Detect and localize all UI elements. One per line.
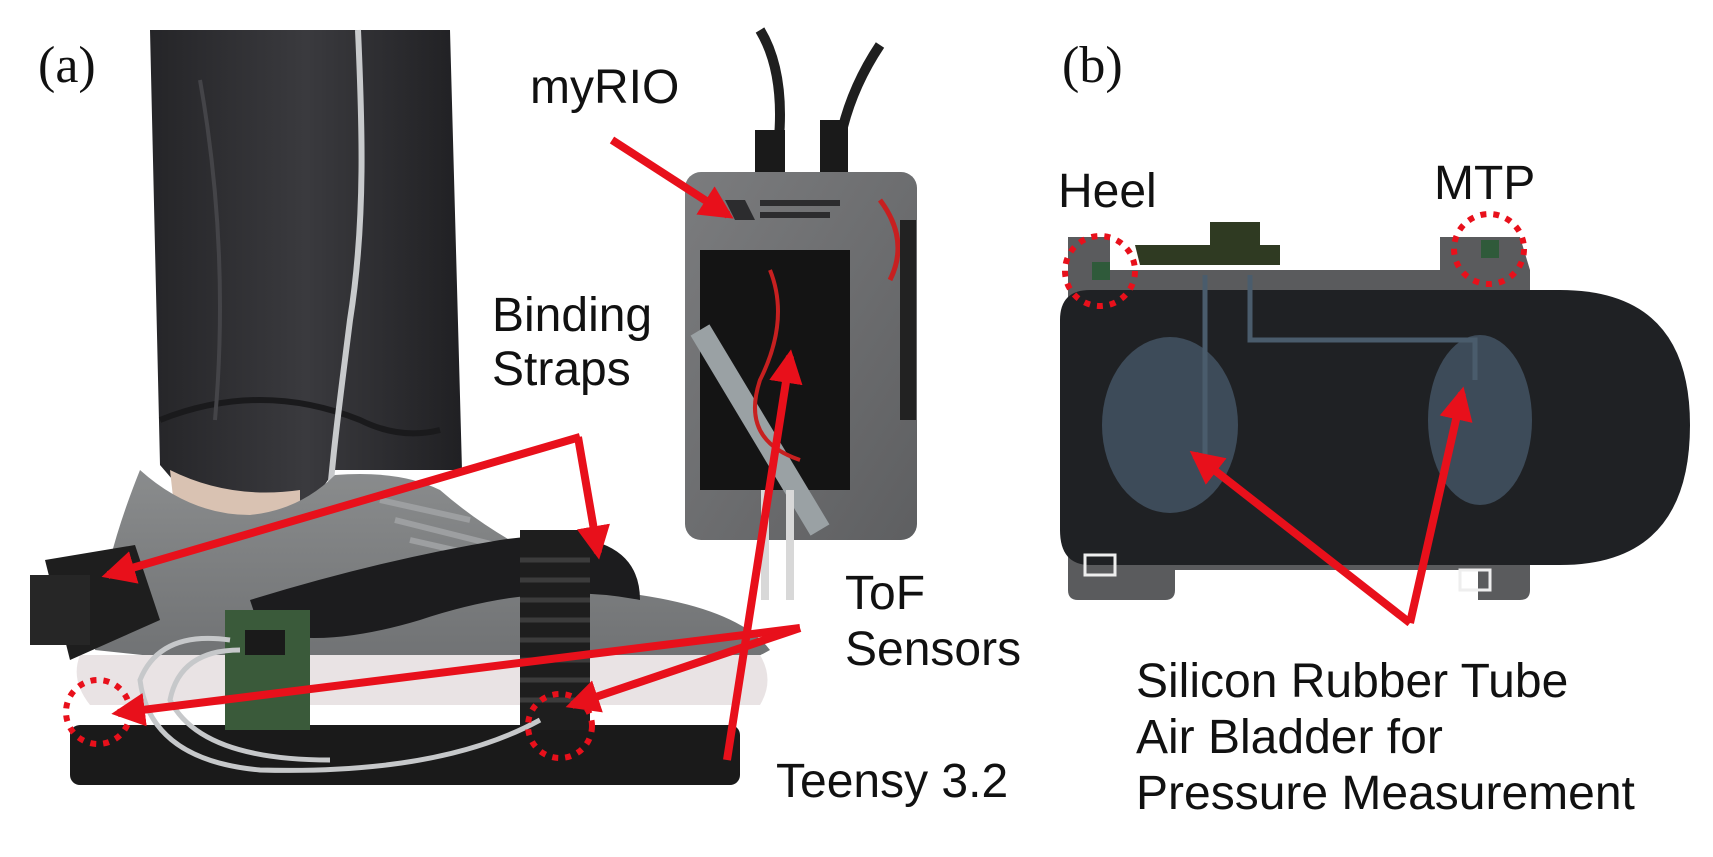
arrow-tof-sensors xyxy=(111,624,802,727)
myrio-label: myRIO xyxy=(530,61,680,114)
tof-sensors-line-2: Sensors xyxy=(845,623,1022,676)
heel-sensor-chip xyxy=(1092,262,1110,280)
tof-sensor-rear-marker xyxy=(525,691,595,761)
mtp-sensor-chip xyxy=(1481,240,1499,258)
heel-label: Heel xyxy=(1058,165,1157,218)
arrow-binding-straps xyxy=(101,433,610,584)
arrow-myrio xyxy=(609,136,734,219)
binding-straps-line-1: Binding xyxy=(492,289,653,342)
air-bladder-label: Silicon Rubber Tube Air Bladder for Pres… xyxy=(1136,658,1635,818)
sensor-cable xyxy=(322,29,365,561)
pcb-stack xyxy=(1135,222,1280,265)
tof-sensors-label: ToF Sensors xyxy=(845,570,1021,674)
arrow-teensy xyxy=(723,349,803,761)
tof-sensors-line-1: ToF xyxy=(845,567,926,620)
shoe-laces xyxy=(379,497,546,588)
base-plate xyxy=(70,725,740,785)
panel-b-letter: (b) xyxy=(1062,37,1123,94)
jeans-crease xyxy=(198,79,222,421)
bladder-housing xyxy=(1060,290,1690,565)
left-strap-buckle xyxy=(30,575,90,645)
mount-tab-left xyxy=(1083,553,1117,577)
mtp-air-bladder xyxy=(1428,335,1532,505)
mtp-sensor-marker xyxy=(1451,211,1527,287)
arrow-air-bladder xyxy=(1189,386,1473,627)
mtp-label: MTP xyxy=(1434,157,1536,210)
air-bladder-line-2: Air Bladder for xyxy=(1136,711,1443,764)
mount-tab-right xyxy=(1458,568,1492,592)
panel-a-letter: (a) xyxy=(38,37,96,94)
binding-straps-line-2: Straps xyxy=(492,343,631,396)
binding-straps-label: Binding Straps xyxy=(492,292,652,394)
heel-air-bladder xyxy=(1102,337,1238,513)
teensy-board xyxy=(225,610,310,730)
air-bladder-line-3: Pressure Measurement xyxy=(1136,767,1635,820)
panel-b xyxy=(1060,211,1690,627)
air-bladder-line-1: Silicon Rubber Tube xyxy=(1136,655,1569,708)
jeans-leg xyxy=(150,30,462,520)
panel-a xyxy=(30,27,917,785)
shoe-sole xyxy=(76,655,768,705)
heel-sensor-marker xyxy=(1062,233,1138,309)
myrio-device xyxy=(685,27,917,600)
teensy-chip xyxy=(245,630,285,655)
silicon-tube xyxy=(1202,275,1478,470)
teensy-label: Teensy 3.2 xyxy=(776,755,1009,808)
